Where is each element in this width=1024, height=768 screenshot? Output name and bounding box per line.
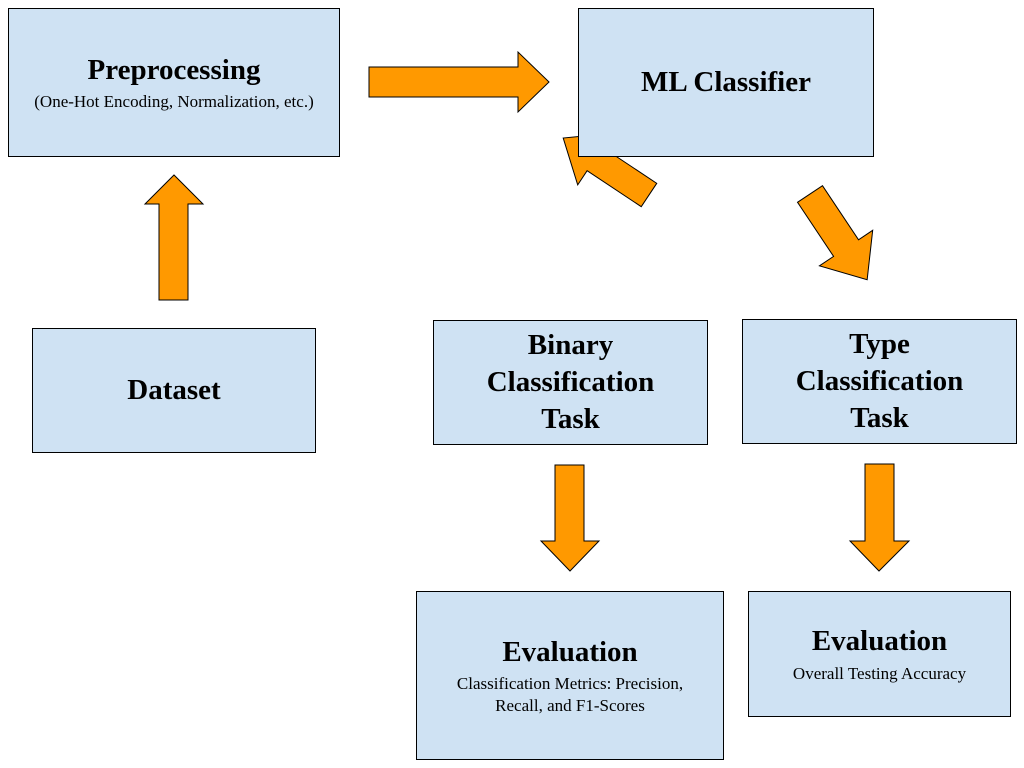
type-task-line1: Type — [849, 327, 910, 360]
binary-classification-task-box: Binary Classification Task — [433, 320, 708, 445]
ml-classifier-box: ML Classifier — [578, 8, 874, 157]
preprocessing-box: Preprocessing (One-Hot Encoding, Normali… — [8, 8, 340, 157]
arrow-down-icon — [848, 463, 911, 572]
binary-eval-subtitle-line2: Recall, and F1-Scores — [495, 696, 645, 716]
arrow-down-icon — [539, 464, 601, 572]
arrow-up-icon — [143, 174, 205, 301]
binary-eval-title: Evaluation — [502, 635, 638, 668]
binary-task-line3: Task — [541, 403, 600, 436]
type-classification-task-box: Type Classification Task — [742, 319, 1017, 444]
ml-classifier-title: ML Classifier — [641, 65, 811, 98]
binary-task-line2: Classification — [486, 365, 655, 398]
type-task-line3: Task — [850, 402, 909, 435]
arrow-right-icon — [368, 50, 550, 114]
type-eval-subtitle: Overall Testing Accuracy — [792, 663, 967, 683]
arrow-down-right-icon — [796, 184, 874, 281]
dataset-box: Dataset — [32, 328, 316, 453]
preprocessing-subtitle: (One-Hot Encoding, Normalization, etc.) — [34, 92, 314, 111]
binary-eval-subtitle-line1: Classification Metrics: Precision, — [456, 673, 684, 693]
dataset-title: Dataset — [127, 373, 221, 406]
preprocessing-title: Preprocessing — [87, 53, 261, 86]
type-eval-title: Evaluation — [811, 625, 948, 658]
type-evaluation-box: Evaluation Overall Testing Accuracy — [748, 591, 1011, 717]
binary-evaluation-box: Evaluation Classification Metrics: Preci… — [416, 591, 724, 760]
binary-task-line1: Binary — [527, 328, 614, 361]
type-task-line2: Classification — [795, 364, 964, 397]
